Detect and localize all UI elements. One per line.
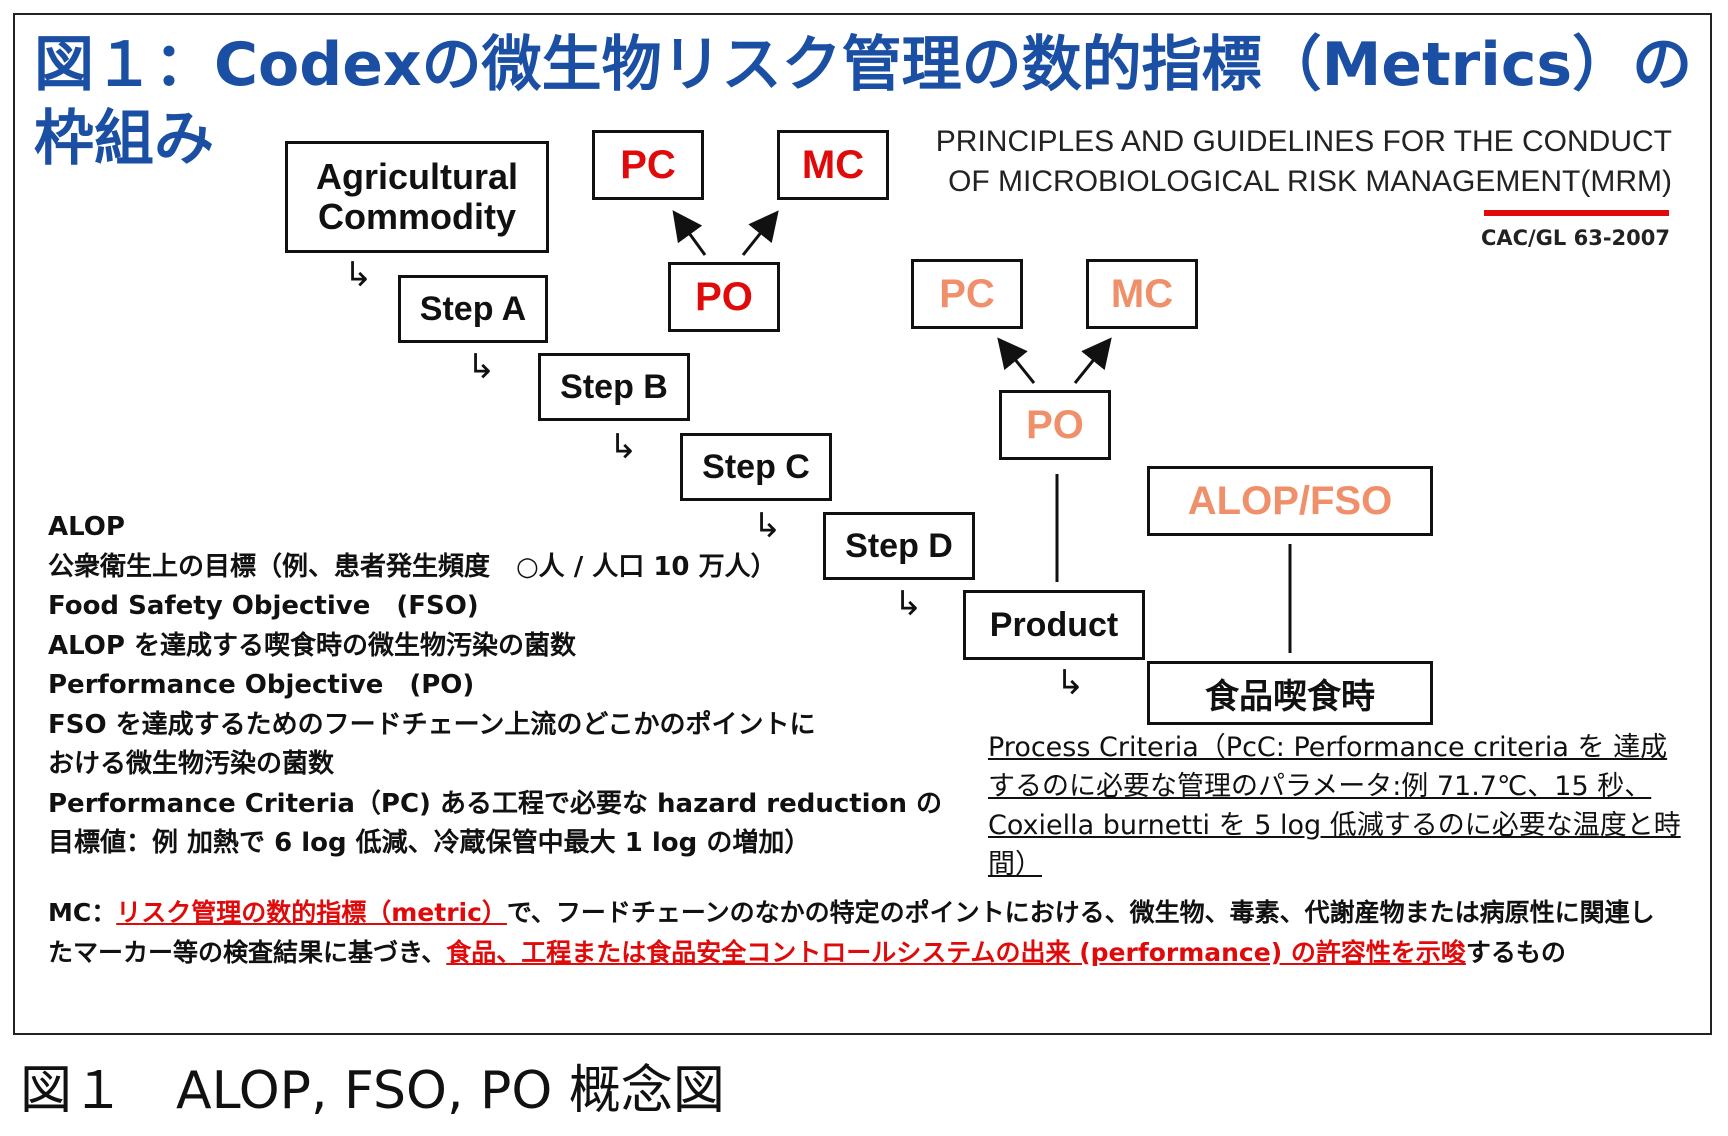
mc-prefix: MC： bbox=[48, 898, 117, 927]
definition-line: 公衆衛生上の目標（例、患者発生頻度 ○人 / 人口 10 万人） bbox=[48, 551, 777, 582]
alop-fso-box: ALOP/FSO bbox=[1147, 466, 1433, 536]
po-box-red: PO bbox=[668, 262, 780, 332]
figure-title: 図１：Codexの微生物リスク管理の数的指標（Metrics）の 枠組み bbox=[34, 28, 1692, 176]
mc-highlight-performance: 食品、工程または食品安全コントロールシステムの出来 (performance) … bbox=[446, 938, 1466, 967]
mc-suffix: するもの bbox=[1465, 938, 1566, 967]
elbow-arrow-icon: ↳ bbox=[344, 255, 373, 295]
agricultural-commodity-box: Agricultural Commodity bbox=[285, 141, 549, 253]
reference-line-2: OF MICROBIOLOGICAL RISK MANAGEMENT(MRM) bbox=[948, 165, 1672, 198]
pc-box-red: PC bbox=[592, 130, 704, 200]
mc-box-orange: MC bbox=[1086, 259, 1198, 329]
mc-middle-text: で、フードチェーンのなかの特定のポイントにおける、微生物、毒素、代謝産物または病… bbox=[48, 898, 1655, 967]
step-b-box: Step B bbox=[538, 353, 690, 421]
mc-definition: MC：リスク管理の数的指標（metric）で、フードチェーンのなかの特定のポイン… bbox=[48, 893, 1668, 973]
pc-box-orange: PC bbox=[911, 259, 1023, 329]
figure-frame bbox=[13, 13, 1712, 1035]
reference-code: CAC/GL 63-2007 bbox=[1480, 226, 1670, 250]
definitions-block: ALOP 公衆衛生上の目標（例、患者発生頻度 ○人 / 人口 10 万人） Fo… bbox=[48, 508, 942, 864]
elbow-arrow-icon: ↳ bbox=[894, 584, 923, 624]
reference-line-1: PRINCIPLES AND GUIDELINES FOR THE CONDUC… bbox=[935, 125, 1672, 158]
reference-title: PRINCIPLES AND GUIDELINES FOR THE CONDUC… bbox=[936, 122, 1672, 202]
figure-caption: 図１ ALOP, FSO, PO 概念図 bbox=[20, 1061, 725, 1121]
definition-line: FSO を達成するためのフードチェーン上流のどこかのポイントに bbox=[48, 709, 816, 740]
consumption-box: 食品喫食時 bbox=[1147, 661, 1433, 725]
definition-line: ALOP を達成する喫食時の微生物汚染の菌数 bbox=[48, 630, 576, 661]
step-d-box: Step D bbox=[823, 512, 975, 580]
elbow-arrow-icon: ↳ bbox=[753, 506, 782, 546]
definition-line: 目標値：例 加熱で 6 log 低減、冷蔵保管中最大 1 log の増加） bbox=[48, 828, 811, 858]
definition-line: Food Safety Objective (FSO) bbox=[48, 591, 479, 621]
product-box: Product bbox=[963, 590, 1145, 660]
title-line-2: 枠組み bbox=[34, 104, 214, 174]
mc-box-red: MC bbox=[777, 130, 889, 200]
elbow-arrow-icon: ↳ bbox=[609, 427, 638, 467]
step-c-box: Step C bbox=[680, 433, 832, 501]
definition-line: おける微生物汚染の菌数 bbox=[48, 749, 335, 779]
elbow-arrow-icon: ↳ bbox=[467, 347, 496, 387]
process-criteria-note: Process Criteria（PcC: Performance criter… bbox=[988, 732, 1681, 880]
mc-highlight-metric: リスク管理の数的指標（metric） bbox=[116, 898, 507, 927]
definition-line: Performance Criteria（PC) ある工程で必要な hazard… bbox=[48, 788, 943, 819]
po-box-orange: PO bbox=[999, 390, 1111, 460]
step-a-box: Step A bbox=[398, 275, 548, 343]
elbow-arrow-icon: ↳ bbox=[1056, 663, 1085, 703]
title-line-1: 図１：Codexの微生物リスク管理の数的指標（Metrics）の bbox=[34, 30, 1693, 100]
reference-underline bbox=[1484, 210, 1669, 216]
definition-line: Performance Objective (PO) bbox=[48, 670, 475, 700]
definition-line: ALOP bbox=[48, 512, 125, 542]
